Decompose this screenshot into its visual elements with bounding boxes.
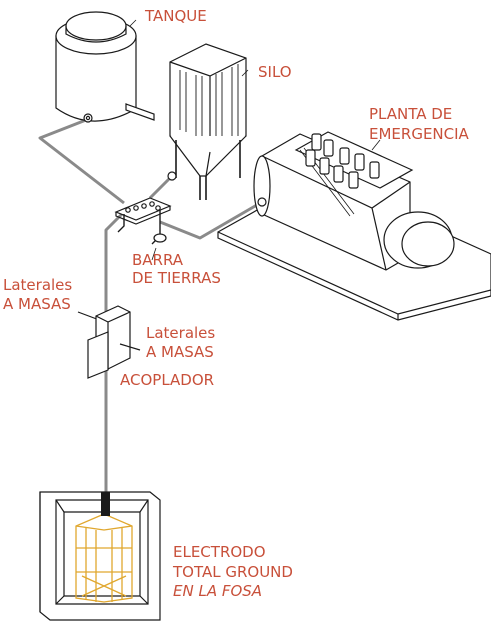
cable-tank bbox=[38, 118, 125, 205]
silo bbox=[167, 43, 247, 200]
label-acoplador: ACOPLADOR bbox=[120, 371, 215, 389]
label-tanque: TANQUE bbox=[145, 7, 207, 25]
cable-bar-to-coupler bbox=[104, 212, 124, 318]
electrode-connector bbox=[101, 492, 110, 516]
plant-ground-lug bbox=[257, 197, 267, 207]
cable-silo bbox=[148, 174, 174, 200]
label-planta-line2: EMERGENCIA bbox=[369, 125, 469, 143]
electrode bbox=[75, 513, 133, 603]
emergency-plant bbox=[217, 131, 491, 321]
silo-ground-lug bbox=[167, 171, 177, 181]
label-electrodo-line2: TOTAL GROUND bbox=[173, 563, 293, 581]
coupler bbox=[77, 305, 141, 379]
plant-cylinders bbox=[305, 133, 380, 189]
label-laterales-left-line2: A MASAS bbox=[3, 295, 71, 313]
cable-plant bbox=[159, 200, 263, 240]
label-barra-line1: BARRA bbox=[132, 251, 184, 269]
label-planta-line1: PLANTA DE bbox=[369, 105, 453, 123]
ground-bar bbox=[114, 197, 172, 245]
label-silo: SILO bbox=[258, 63, 292, 81]
leader-lines bbox=[129, 19, 381, 261]
label-barra-line2: DE TIERRAS bbox=[132, 269, 221, 287]
label-laterales-right-line1: Laterales bbox=[146, 324, 216, 342]
label-laterales-left-line1: Laterales bbox=[3, 276, 73, 294]
tank bbox=[55, 11, 155, 123]
label-electrodo-line3: EN LA FOSA bbox=[173, 582, 263, 600]
label-electrodo-line1: ELECTRODO bbox=[173, 543, 266, 561]
ground-cables bbox=[38, 118, 263, 492]
label-laterales-right-line2: A MASAS bbox=[146, 343, 214, 361]
